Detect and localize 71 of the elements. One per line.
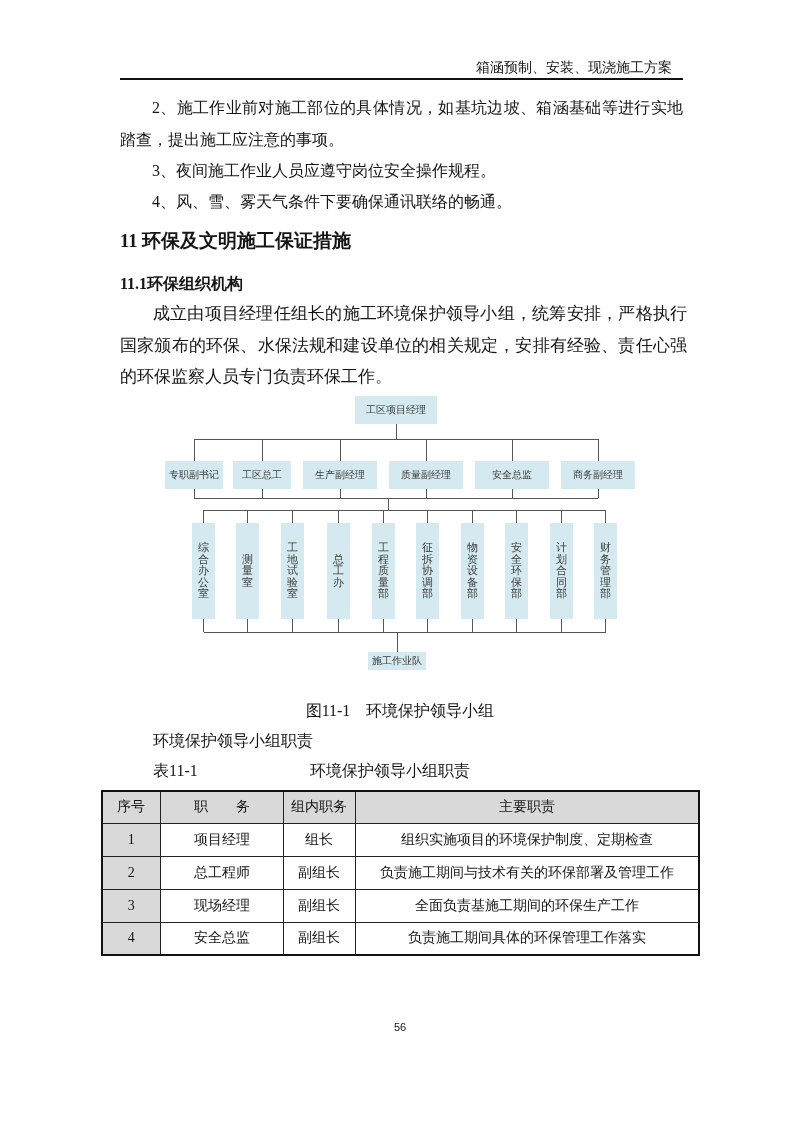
org-chart-box bbox=[327, 523, 350, 619]
table-cell: 项目经理 bbox=[160, 823, 283, 856]
table-cell: 全面负责基施工期间的环保生产工作 bbox=[355, 889, 699, 922]
table-cell: 安全总监 bbox=[160, 922, 283, 955]
body-paragraph: 2、施工作业前对施工部位的具体情况，如基坑边坡、箱涵基础等进行实地踏查，提出施工应注意的事项。 bbox=[120, 98, 683, 150]
org-chart-box bbox=[475, 461, 549, 489]
position-title: 工区项目经理 bbox=[366, 404, 426, 416]
table-header-cell: 主要职责 bbox=[355, 791, 699, 823]
table-cell: 1 bbox=[102, 823, 160, 856]
position-title: 测量室 bbox=[242, 553, 253, 589]
org-chart-box bbox=[192, 523, 215, 619]
position-title: 工区总工 bbox=[242, 469, 282, 481]
table-cell: 组长 bbox=[283, 823, 355, 856]
table-title: 环境保护领导小组职责 bbox=[310, 761, 471, 781]
table-cell: 负责施工期间与技术有关的环保部署及管理工作 bbox=[355, 856, 699, 889]
figure-caption: 图11-1 环境保护领导小组 bbox=[304, 701, 496, 721]
connector-line bbox=[193, 423, 599, 462]
position-title: 财务管理部 bbox=[600, 542, 611, 600]
body-paragraph: 4、风、雪、雾天气条件下要确保通讯联络的畅通。 bbox=[151, 191, 513, 212]
table-cell: 副组长 bbox=[283, 889, 355, 922]
position-title: 工程质量部 bbox=[378, 542, 389, 600]
body-paragraph: 成立由项目经理任组长的施工环境保护领导小组，统筹安排，严格执行国家颁布的环保、水保法规和建设单位的相关规定，安排有经验、责任心强的环保监察人员专门负责环保工作。 bbox=[120, 303, 687, 388]
position-title: 总工办 bbox=[333, 553, 344, 589]
table-intro: 环境保护领导小组职责 bbox=[153, 731, 314, 751]
table-cell: 3 bbox=[102, 889, 160, 922]
table-cell: 副组长 bbox=[283, 922, 355, 955]
position-title: 安全总监 bbox=[492, 469, 532, 481]
position-title: 商务副经理 bbox=[573, 469, 623, 481]
table-cell: 2 bbox=[102, 856, 160, 889]
org-chart-box bbox=[550, 523, 573, 619]
running-header: 箱涵预制、安装、现浇施工方案 bbox=[475, 59, 672, 77]
org-chart-box bbox=[594, 523, 617, 619]
org-chart-box bbox=[561, 461, 635, 489]
position-title: 专职副书记 bbox=[169, 469, 219, 481]
page-number: 56 bbox=[392, 1020, 408, 1035]
table-header-cell: 序号 bbox=[102, 791, 160, 823]
position-title: 施工作业队 bbox=[372, 655, 422, 667]
org-chart-box bbox=[281, 523, 304, 619]
position-title: 计划合同部 bbox=[556, 542, 567, 600]
table-number: 表11-1 bbox=[153, 761, 199, 781]
org-chart-box bbox=[165, 461, 223, 489]
section-heading: 11 环保及文明施工保证措施 bbox=[120, 229, 353, 253]
table-cell: 4 bbox=[102, 922, 160, 955]
table-cell: 副组长 bbox=[283, 856, 355, 889]
position-title: 生产副经理 bbox=[315, 469, 365, 481]
position-title: 质量副经理 bbox=[401, 469, 451, 481]
table-cell: 现场经理 bbox=[160, 889, 283, 922]
connector-line bbox=[203, 618, 606, 653]
org-chart-box bbox=[355, 396, 437, 424]
org-chart-box bbox=[236, 523, 259, 619]
org-chart-box bbox=[233, 461, 291, 489]
org-chart-box bbox=[303, 461, 377, 489]
org-chart-box bbox=[368, 652, 426, 670]
position-title: 征拆协调部 bbox=[422, 542, 433, 600]
table-header-cell: 组内职务 bbox=[283, 791, 355, 823]
table-cell: 组织实施项目的环境保护制度、定期检查 bbox=[355, 823, 699, 856]
connector-line bbox=[193, 488, 606, 524]
position-title: 安全环保部 bbox=[511, 542, 522, 600]
position-title: 物资设备部 bbox=[467, 542, 478, 600]
org-chart-box bbox=[372, 523, 395, 619]
table-cell: 总工程师 bbox=[160, 856, 283, 889]
position-title: 工地试验室 bbox=[287, 542, 298, 600]
table-header-cell: 职 务 bbox=[160, 791, 283, 823]
org-chart-box bbox=[416, 523, 439, 619]
org-chart-box bbox=[461, 523, 484, 619]
org-chart-box bbox=[505, 523, 528, 619]
table-cell: 负责施工期间具体的环保管理工作落实 bbox=[355, 922, 699, 955]
subsection-heading: 11.1环保组织机构 bbox=[120, 274, 245, 294]
body-paragraph: 3、夜间施工作业人员应遵守岗位安全操作规程。 bbox=[151, 161, 497, 181]
org-chart-box bbox=[389, 461, 463, 489]
position-title: 综合办公室 bbox=[198, 542, 209, 600]
